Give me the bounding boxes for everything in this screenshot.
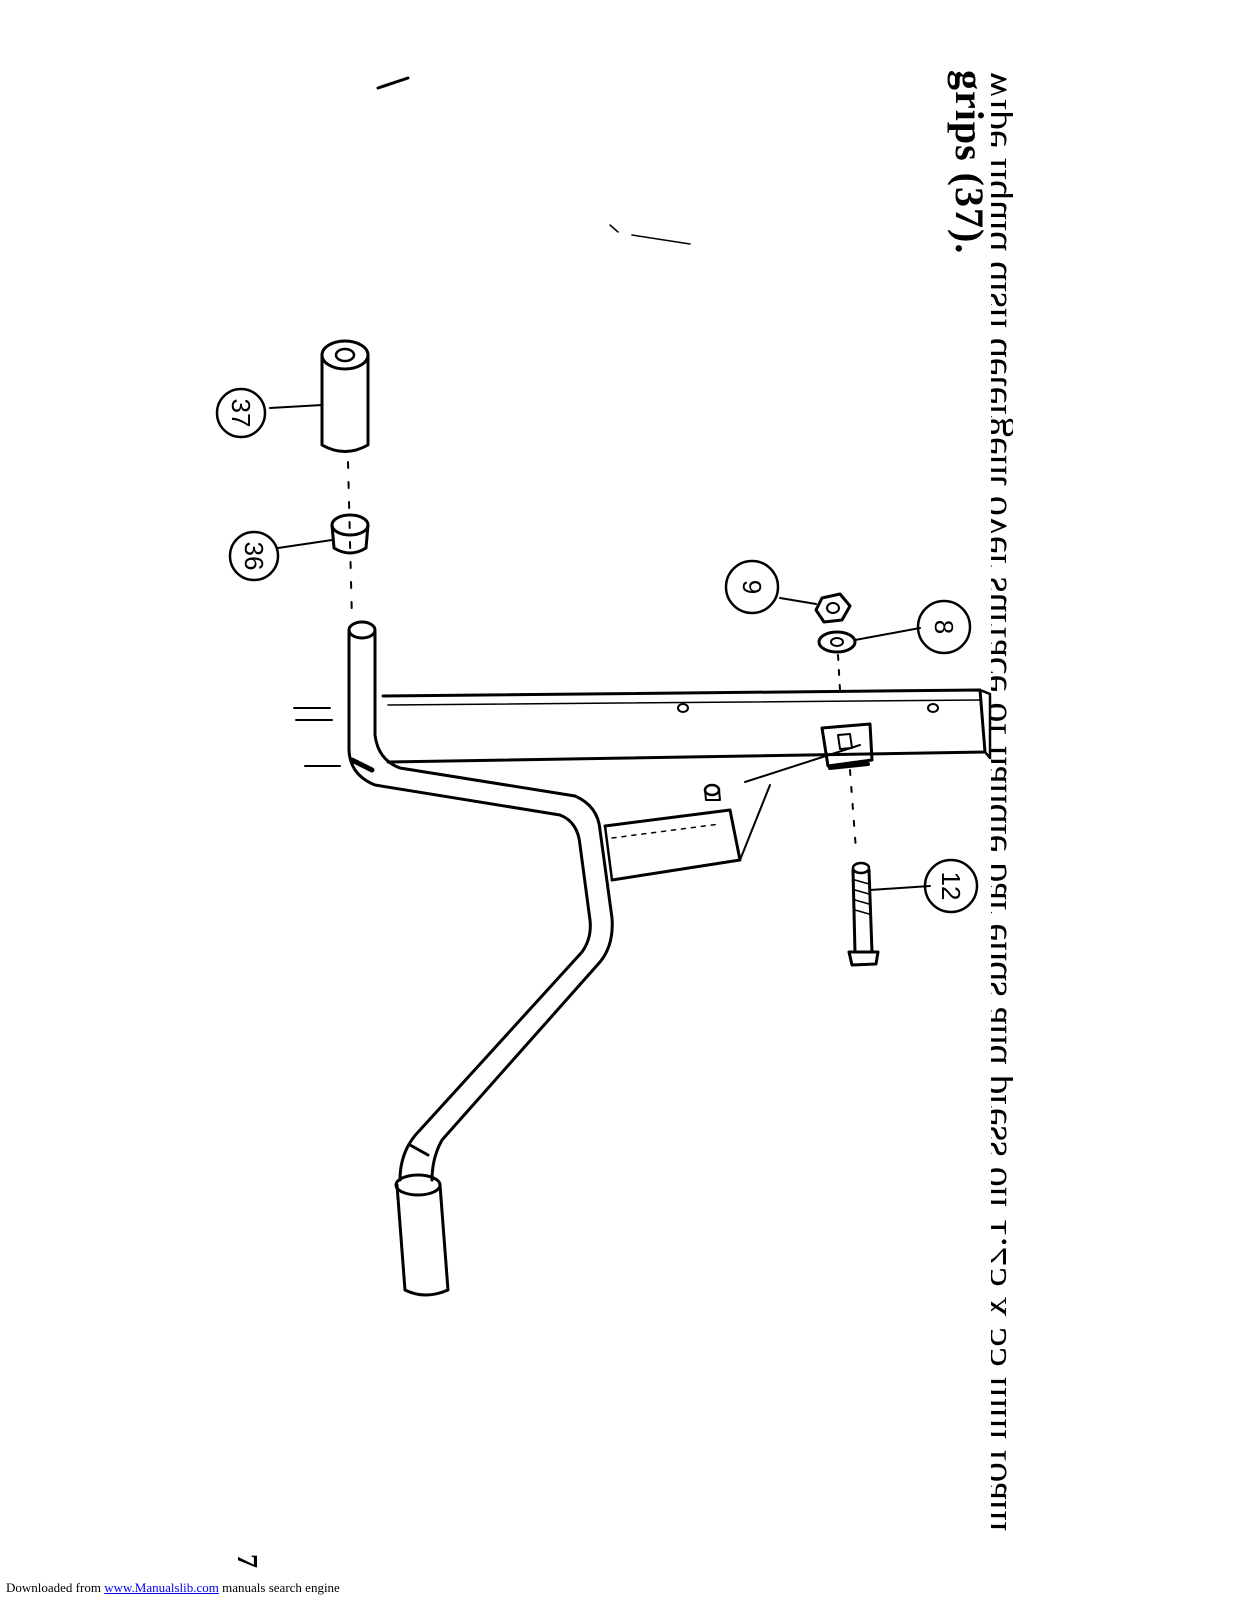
callout-label-8: 8	[929, 620, 959, 634]
callout-circle-12	[923, 858, 979, 914]
washer-8	[817, 630, 857, 654]
callout-label-12: 12	[936, 872, 966, 901]
manualslib-link[interactable]: www.Manualslib.com	[104, 1580, 219, 1595]
callout-label-36: 36	[239, 542, 269, 571]
callout-circle-37	[215, 387, 267, 439]
support-bracket	[603, 744, 861, 882]
download-footer: Downloaded from www.Manualslib.com manua…	[6, 1580, 340, 1596]
callout-circle-36	[228, 530, 280, 582]
foam-grip-37	[320, 339, 370, 453]
page-number: 7	[231, 1554, 262, 1568]
end-cap-36	[330, 513, 370, 555]
callout-label-37: 37	[226, 399, 256, 428]
callout-label-9: 9	[737, 580, 767, 594]
callout-circle-8	[916, 599, 972, 655]
lock-nut-9	[814, 592, 852, 624]
callout-circle-9	[724, 559, 780, 615]
footer-suffix: manuals search engine	[218, 1580, 340, 1595]
lower-foam-grip	[394, 1173, 450, 1297]
pivot-block	[820, 722, 874, 770]
footer-prefix: Downloaded from	[6, 1580, 105, 1595]
bolt-12	[847, 861, 880, 967]
main-frame-tube	[293, 688, 992, 767]
